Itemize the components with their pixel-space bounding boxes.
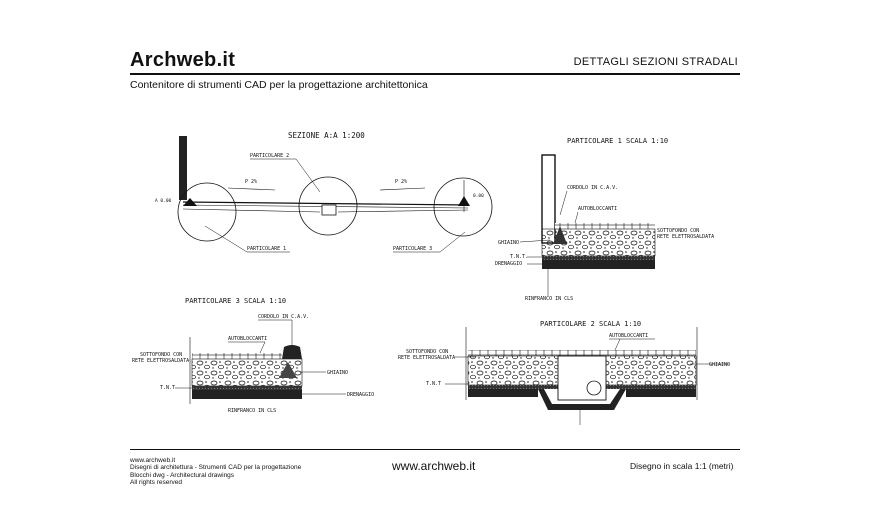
detail-2-title: PARTICOLARE 2 SCALA 1:10 <box>540 320 641 328</box>
header-rule <box>130 73 740 75</box>
svg-text:SOTTOFONDO CON: SOTTOFONDO CON <box>406 349 448 355</box>
svg-text:GHIAINO: GHIAINO <box>498 240 519 246</box>
svg-text:RINFRANCO IN CLS: RINFRANCO IN CLS <box>525 296 573 302</box>
detail-2-trench <box>538 389 626 410</box>
svg-text:SOTTOFONDO CON: SOTTOFONDO CON <box>140 352 182 358</box>
section-aa: SEZIONE A:A 1:200 A 0.00 0.00 P 2% P 2% … <box>155 131 493 253</box>
svg-text:T.N.T.: T.N.T. <box>510 254 528 260</box>
slope-left-label: P 2% <box>245 179 257 185</box>
footer-website: www.archweb.it <box>392 459 476 473</box>
document-title: DETTAGLI SEZIONI STRADALI <box>573 56 738 68</box>
particolare-2-label: PARTICOLARE 2 <box>250 153 289 159</box>
section-aa-wall <box>179 136 187 200</box>
svg-text:GHIAINO: GHIAINO <box>327 370 348 376</box>
detail-3-base <box>192 390 302 399</box>
brand-logo-text: Archweb.it <box>130 49 236 71</box>
svg-text:0.00: 0.00 <box>473 193 484 199</box>
detail-3-title: PARTICOLARE 3 SCALA 1:10 <box>185 297 286 305</box>
particolare-3-label: PARTICOLARE 3 <box>393 246 432 252</box>
detail-2: PARTICOLARE 2 SCALA 1:10 AUTOBLOCCANTI S… <box>398 320 730 425</box>
detail-circle-3 <box>433 177 493 237</box>
svg-text:CORDOLO IN C.A.V.: CORDOLO IN C.A.V. <box>258 314 309 320</box>
section-aa-drain <box>321 204 337 216</box>
slope-right-label: P 2% <box>395 179 407 185</box>
detail-circle-1 <box>177 182 237 242</box>
svg-text:AUTOBLOCCANTI: AUTOBLOCCANTI <box>228 336 267 342</box>
detail-circle-2 <box>298 176 358 236</box>
svg-text:T.N.T: T.N.T <box>160 385 175 391</box>
svg-text:DRENAGGIO: DRENAGGIO <box>495 261 522 267</box>
svg-text:SOTTOFONDO CON: SOTTOFONDO CON <box>657 228 699 234</box>
detail-1-base <box>542 260 655 269</box>
footer-line: www.archweb.it <box>130 457 176 464</box>
svg-text:CORDOLO IN C.A.V.: CORDOLO IN C.A.V. <box>567 185 618 191</box>
svg-text:T.N.T: T.N.T <box>426 381 441 387</box>
svg-text:GHIAINO: GHIAINO <box>709 362 730 368</box>
svg-text:DRENAGGIO: DRENAGGIO <box>347 392 374 398</box>
detail-3: PARTICOLARE 3 SCALA 1:10 CORDOLO IN C.A.… <box>132 297 374 414</box>
section-aa-road-line <box>182 201 469 206</box>
detail-3-curb <box>282 345 302 359</box>
svg-text:RETE ELETTROSALDATA: RETE ELETTROSALDATA <box>398 355 455 361</box>
svg-text:RINFRANCO IN CLS: RINFRANCO IN CLS <box>228 408 276 414</box>
detail-2-pipe <box>586 380 602 396</box>
particolare-1-label: PARTICOLARE 1 <box>247 246 286 252</box>
footer-scale-note: Disegno in scala 1:1 (metri) <box>630 461 734 471</box>
detail-1-title: PARTICOLARE 1 SCALA 1:10 <box>567 137 668 145</box>
svg-text:A 0.00: A 0.00 <box>155 198 172 204</box>
footer-line: Blocchi dwg - Architectural drawings <box>130 471 235 479</box>
svg-text:RETE ELETTROSALDATA: RETE ELETTROSALDATA <box>132 358 189 364</box>
svg-text:AUTOBLOCCANTI: AUTOBLOCCANTI <box>609 333 648 339</box>
detail-1-pavers <box>555 223 655 229</box>
detail-3-pavers <box>192 353 282 359</box>
footer-rule <box>130 449 740 450</box>
detail-1: PARTICOLARE 1 SCALA 1:10 CORDOLO IN C.A.… <box>495 137 714 302</box>
footer-line: All rights reserved <box>130 479 183 487</box>
section-aa-title: SEZIONE A:A 1:200 <box>288 131 365 140</box>
svg-text:RETE ELETTROSALDATA: RETE ELETTROSALDATA <box>657 234 714 240</box>
footer-credits: www.archweb.it Disegni di architettura -… <box>130 457 301 487</box>
svg-text:AUTOBLOCCANTI: AUTOBLOCCANTI <box>578 206 617 212</box>
header-subtitle: Contenitore di strumenti CAD per la prog… <box>130 79 428 91</box>
detail-2-pavers <box>468 350 696 356</box>
footer-line: Disegni di architettura - Strumenti CAD … <box>130 464 302 472</box>
